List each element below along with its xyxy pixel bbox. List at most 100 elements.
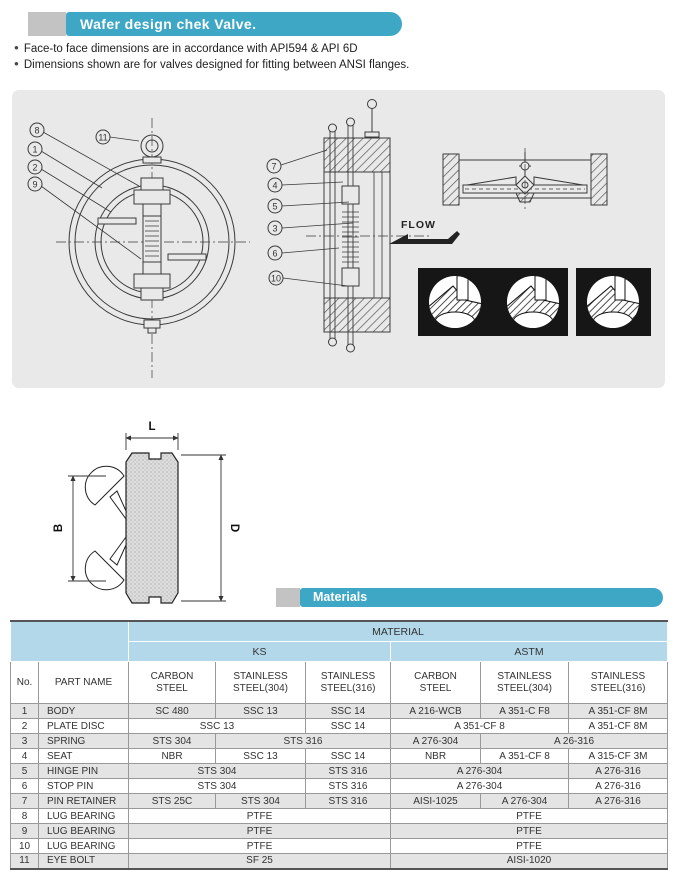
col-no-header: No. (10, 661, 39, 704)
note-text: Face-to face dimensions are in accordanc… (23, 43, 358, 55)
material-cell: SSC 14 (305, 718, 391, 734)
material-cell: SF 25 (128, 853, 391, 869)
note-line: ● Face-to face dimensions are in accordan… (14, 40, 409, 56)
row-no: 1 (10, 703, 39, 719)
material-cell: A 276-304 (390, 733, 481, 749)
material-cell: A 276-304 (390, 778, 569, 794)
material-cell: SSC 13 (215, 748, 306, 764)
part-name: STOP PIN (38, 778, 129, 794)
material-cell: A 351-CF 8 (390, 718, 569, 734)
material-cell: STS 304 (128, 733, 216, 749)
col-header-ks-carbon: CARBON STEEL (128, 661, 216, 704)
material-cell: STS 304 (215, 793, 306, 809)
part-name: LUG BEARING (38, 823, 129, 839)
top-section-drawing (442, 148, 608, 212)
part-name: SEAT (38, 748, 129, 764)
dim-label-l: L (148, 421, 155, 433)
material-cell: A 351-CF 8M (567, 718, 669, 734)
callout-8: 8 (34, 126, 39, 136)
col-header-astm-316: STAINLESS STEEL(316) (567, 661, 669, 704)
material-cell: SC 480 (128, 703, 216, 719)
material-cell: A 276-304 (390, 763, 569, 779)
dim-label-b: B (53, 524, 65, 532)
material-cell: STS 304 (128, 763, 306, 779)
drawing-panel: 8 1 2 9 11 7 4 5 3 6 10 (12, 90, 665, 388)
material-cell: A 276-316 (567, 778, 669, 794)
material-cell: SSC 14 (305, 703, 391, 719)
flow-arrow: FLOW (389, 219, 460, 244)
seat-detail-1 (429, 276, 481, 328)
row-no: 8 (10, 808, 39, 824)
callout-11: 11 (98, 133, 107, 143)
material-cell: A 276-316 (567, 763, 669, 779)
callout-5: 5 (272, 202, 277, 212)
materials-section-title: Materials (300, 588, 663, 607)
material-cell: A 351-CF 8 (480, 748, 569, 764)
row-no: 10 (10, 838, 39, 854)
part-name: HINGE PIN (38, 763, 129, 779)
material-cell: SSC 14 (305, 748, 391, 764)
notes-list: ● Face-to face dimensions are in accordan… (14, 40, 409, 72)
material-cell: STS 316 (305, 793, 391, 809)
note-line: ● Dimensions shown are for valves designe… (14, 56, 409, 72)
material-cell: STS 316 (305, 778, 391, 794)
materials-accent-square (276, 588, 300, 607)
material-cell: STS 25C (128, 793, 216, 809)
col-header-ks-316: STAINLESS STEEL(316) (305, 661, 391, 704)
flow-arrow-icon (389, 231, 460, 244)
side-section-callouts: 7 4 5 3 6 10 (266, 158, 284, 286)
ks-header-cell: KS (128, 641, 391, 662)
material-cell: AISI-1020 (389, 853, 669, 869)
part-name: BODY (38, 703, 129, 719)
material-cell: A 276-304 (480, 793, 569, 809)
callout-6: 6 (272, 249, 277, 259)
part-name: EYE BOLT (38, 853, 129, 869)
front-view-drawing (40, 118, 250, 378)
material-cell: PTFE (389, 808, 669, 824)
material-cell: NBR (390, 748, 481, 764)
material-cell: A 26-316 (479, 733, 669, 749)
col-header-astm-carbon: CARBON STEEL (390, 661, 481, 704)
material-cell: SSC 13 (215, 703, 306, 719)
side-section-drawing (280, 99, 432, 353)
row-no: 7 (10, 793, 39, 809)
bullet-icon: ● (14, 59, 19, 68)
material-cell: A 351-C F8 (480, 703, 569, 719)
row-no: 11 (10, 853, 39, 869)
table-header-standard-row: KS ASTM (11, 641, 669, 662)
row-no: 5 (10, 763, 39, 779)
material-cell: A 216-WCB (390, 703, 481, 719)
callout-3: 3 (272, 224, 277, 234)
part-name: PIN RETAINER (38, 793, 129, 809)
flow-label: FLOW (401, 219, 436, 231)
material-cell: A 315-CF 3M (567, 748, 669, 764)
col-header-ks-304: STAINLESS STEEL(304) (215, 661, 306, 704)
material-cell: STS 316 (215, 733, 391, 749)
valve-body-section (125, 452, 179, 604)
bullet-icon: ● (14, 43, 19, 52)
part-name: LUG BEARING (38, 808, 129, 824)
part-name: LUG BEARING (38, 838, 129, 854)
table-header-material-row: MATERIAL (10, 620, 669, 662)
material-cell: PTFE (128, 808, 391, 824)
callout-9: 9 (32, 180, 37, 190)
callout-2: 2 (32, 163, 37, 173)
dim-label-d: D (228, 524, 240, 532)
note-text: Dimensions shown are for valves designed… (23, 59, 410, 71)
material-cell: A 276-316 (567, 793, 669, 809)
table-subheader-row: No. PART NAME CARBON STEEL STAINLESS STE… (10, 661, 669, 704)
valve-drawings: 8 1 2 9 11 7 4 5 3 6 10 (27, 99, 651, 378)
material-cell: STS 316 (305, 763, 391, 779)
material-cell: PTFE (128, 838, 391, 854)
